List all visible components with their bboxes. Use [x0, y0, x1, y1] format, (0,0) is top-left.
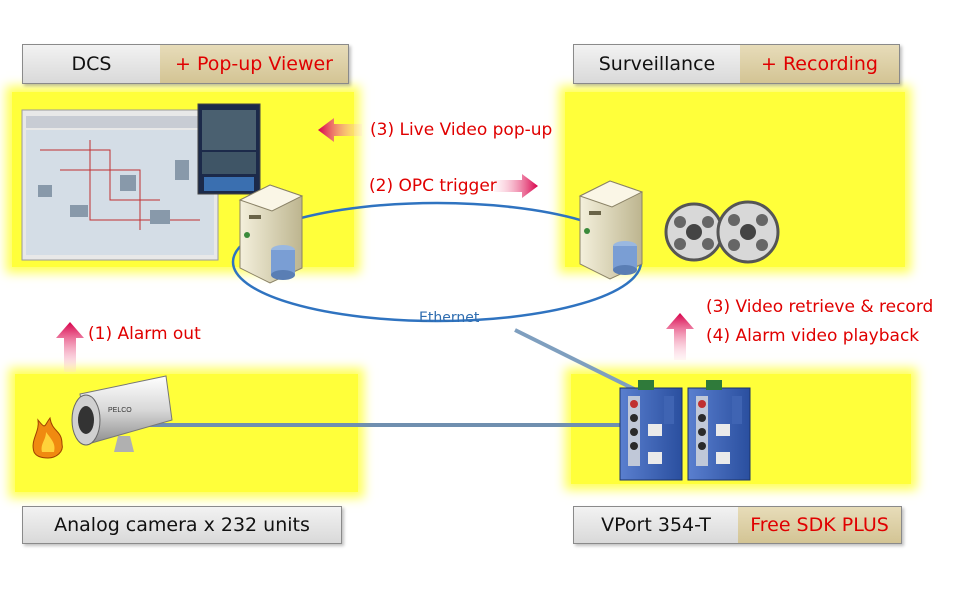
dcs-popup-viewer-label: + Pop-up Viewer — [160, 45, 348, 83]
alarm-out-label: (1) Alarm out — [88, 324, 201, 344]
vport-device-1 — [619, 380, 683, 481]
surveillance-label: Surveillance — [574, 45, 740, 83]
camera-label-box: Analog camera x 232 units — [22, 506, 342, 544]
camera-brand: PELCO — [108, 407, 132, 414]
surveillance-label-box: Surveillance + Recording — [573, 44, 900, 84]
alarm-playback-label: (4) Alarm video playback — [706, 326, 920, 346]
ethernet-cable — [514, 328, 641, 394]
live-video-arrow — [318, 118, 362, 142]
video-retrieve-label: (3) Video retrieve & record — [706, 297, 934, 317]
alarm-out-arrow — [56, 322, 84, 372]
free-sdk-label: Free SDK PLUS — [738, 507, 901, 543]
dcs-label-box: DCS + Pop-up Viewer — [22, 44, 349, 84]
opc-trigger-arrow — [494, 174, 538, 198]
vport-label-box: VPort 354-T Free SDK PLUS — [573, 506, 902, 544]
retrieve-arrow — [666, 313, 694, 360]
camera-zone — [15, 374, 358, 492]
camera-label: Analog camera x 232 units — [23, 507, 341, 543]
fire-icon — [32, 416, 63, 459]
live-video-popup-label: (3) Live Video pop-up — [370, 120, 553, 140]
vport-device-2 — [687, 380, 751, 481]
dcs-screen — [21, 103, 261, 261]
film-reels-icon — [664, 200, 780, 264]
opc-trigger-label: (2) OPC trigger — [369, 176, 497, 196]
vport-label: VPort 354-T — [574, 507, 738, 543]
recording-label: + Recording — [740, 45, 899, 83]
dcs-server — [238, 184, 304, 284]
surveillance-server — [578, 180, 644, 280]
dcs-label: DCS — [23, 45, 160, 83]
analog-camera-icon — [71, 375, 173, 452]
ethernet-label: Ethernet — [419, 310, 480, 326]
